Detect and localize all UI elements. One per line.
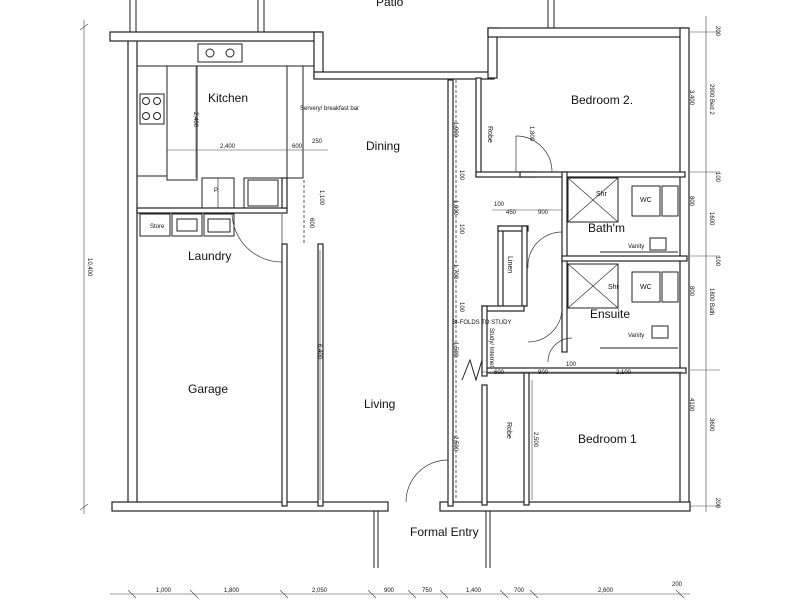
dim-900-bath: 900: [538, 210, 549, 216]
dim-bottom-900: 900: [384, 588, 395, 594]
interior-walls: [136, 77, 688, 507]
dim-6400: 6,400: [316, 344, 322, 360]
dim-right-3400: 3,400: [688, 90, 694, 106]
dim-bottom-2600: 2,600: [598, 588, 614, 594]
dim-100-b: 100: [458, 224, 464, 235]
dim-right-200-top: 200: [714, 26, 720, 37]
vanity-bath-label: Vanity: [628, 244, 644, 250]
garage-label: Garage: [188, 382, 228, 396]
dim-2100: 2,100: [616, 370, 632, 376]
dim-bottom-1400: 1,400: [466, 588, 482, 594]
cooktop-icon: [139, 93, 165, 125]
dim-bottom-200: 200: [672, 582, 683, 588]
dim-250: 250: [312, 139, 323, 145]
wc-bath-label: WC: [640, 197, 652, 204]
pantry-label: P.: [214, 188, 219, 194]
dim-right-1600: 1600: [708, 212, 714, 226]
dim-robe-top-h: 1,800: [528, 126, 534, 142]
robe-top-label: Robe: [486, 126, 493, 143]
bifolds-label: BI-FOLDS TO STUDY: [452, 320, 511, 326]
bathroom-fixtures: [567, 177, 679, 349]
shower-ensuite-label: Shr: [608, 284, 620, 291]
dim-900-study: 900: [538, 370, 549, 376]
servery-label: Servery/ breakfast bar: [300, 106, 359, 112]
living-label: Living: [364, 397, 395, 411]
laundry-label: Laundry: [188, 249, 231, 263]
linen-label: Linen: [506, 256, 513, 273]
dim-right-100-b: 100: [714, 256, 720, 267]
dim-600: 600: [292, 144, 303, 150]
dim-right-100-a: 100: [714, 172, 720, 183]
dim-1000: 1,000: [452, 200, 458, 216]
vanity-ensuite-label: Vanity: [628, 333, 644, 339]
dim-10400: 10,400: [86, 258, 92, 277]
bathroom-label: Bath'm: [588, 221, 625, 235]
ensuite-label: Ensuite: [590, 307, 630, 321]
kitchen-label: Kitchen: [208, 91, 248, 105]
dim-100-bath: 100: [494, 202, 505, 208]
dim-2500-robe: 2,500: [532, 432, 538, 448]
bedroom-2-label: Bedroom 2.: [571, 93, 633, 107]
dim-bottom-1000: 1,000: [156, 588, 172, 594]
dim-kitchen-width: 2,400: [220, 144, 236, 150]
dim-right-3600: 3600: [708, 418, 714, 432]
dining-label: Dining: [366, 139, 400, 153]
dimension-lines: [79, 16, 720, 599]
patio-label: Patio: [376, 0, 404, 9]
dim-1700: 1,700: [452, 264, 458, 280]
dim-100-a: 100: [458, 170, 464, 181]
formal-entry-porch: [373, 511, 491, 568]
dim-bottom-750: 750: [422, 588, 433, 594]
robe-bottom-label: Robe: [505, 422, 512, 439]
dim-bottom-1800: 1,800: [224, 588, 240, 594]
dim-2500-living: 2,500: [452, 436, 458, 452]
bedroom-1-label: Bedroom 1: [578, 432, 637, 446]
exterior-walls: [109, 27, 691, 512]
formal-entry-text: Formal Entry: [410, 525, 479, 539]
dim-bottom-700: 700: [514, 588, 525, 594]
laundry-fixtures: [139, 213, 235, 237]
door-swings: [231, 135, 573, 503]
dim-kitchen-depth: 2,400: [192, 112, 198, 128]
dim-1500: 1,500: [452, 342, 458, 358]
dim-robe-top-w: 1,900: [452, 122, 458, 138]
dim-100-study: 100: [566, 362, 577, 368]
dim-right-2900-bed2: 2900 Bed 2: [708, 84, 714, 115]
dim-right-800-b: 800: [688, 286, 694, 297]
dim-right-4100: 4100: [688, 398, 694, 412]
dim-100-c: 100: [458, 302, 464, 313]
wc-ensuite-label: WC: [640, 284, 652, 291]
dim-right-1800-bath: 1800 Bath: [708, 288, 714, 315]
formal-entry-label: Formal Entry: [410, 525, 479, 539]
dim-right-800-a: 800: [688, 196, 694, 207]
study-label: Study/ Internet: [488, 328, 494, 367]
patio-posts: [129, 0, 555, 32]
dim-1100-dining: 1,100: [318, 190, 324, 206]
sink-icon: [197, 43, 243, 63]
dim-600-dining: 600: [308, 218, 314, 229]
dim-600-study: 600: [494, 370, 505, 376]
kitchen-fixtures: [136, 40, 315, 209]
bottom-dimensions: 1,000 1,800 2,050 900 750 1,400 700 2,60…: [156, 582, 683, 594]
shower-bath-label: Shr: [596, 191, 608, 198]
store-label: Store: [150, 224, 165, 230]
dim-bottom-2050: 2,050: [312, 588, 328, 594]
dim-right-200-bottom: 200: [714, 498, 720, 509]
dim-450: 450: [506, 210, 517, 216]
